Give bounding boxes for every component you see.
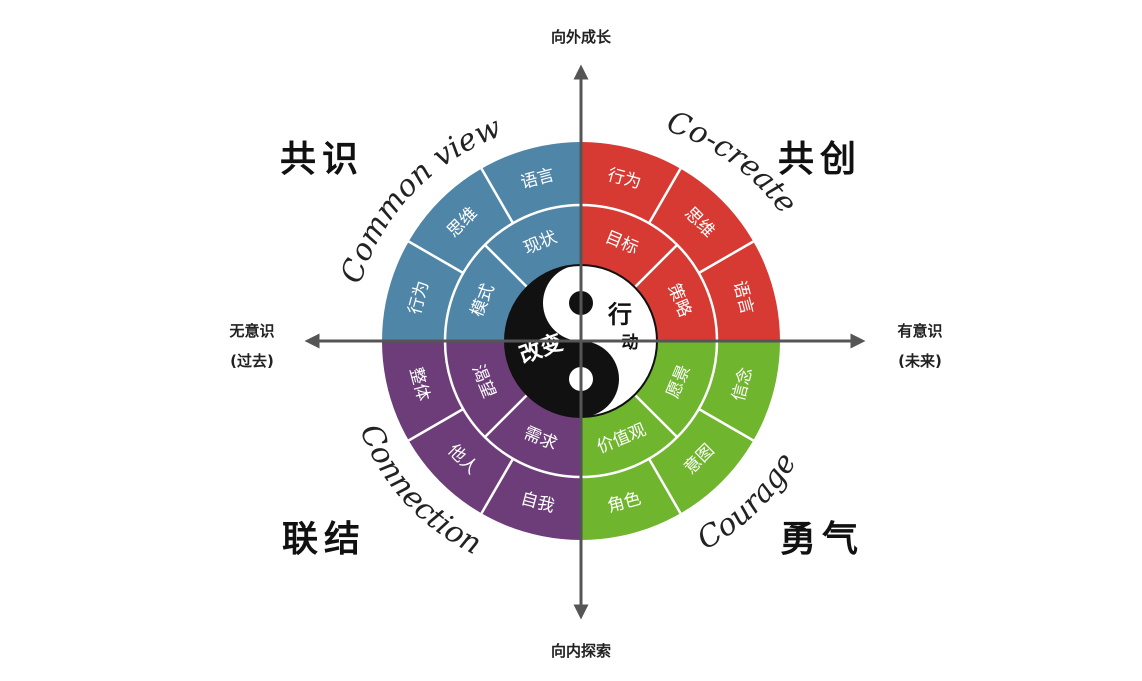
- segment-divider: [698, 240, 754, 275]
- axis-top-label: 向外成长: [550, 28, 611, 46]
- axis-right-line1: 有意识: [897, 322, 943, 340]
- axis-left-line1: 无意识: [229, 322, 275, 340]
- axis-left-line2: (过去): [230, 352, 274, 370]
- axis-right-line2: (未来): [898, 352, 942, 370]
- quadrant-title-top-right: 共创: [778, 138, 863, 180]
- center-action-label-top: 行: [607, 300, 632, 329]
- quadrant-title-bottom-right: 勇气: [780, 518, 865, 560]
- segment-dividers: [408, 168, 754, 514]
- axis-right-label: 有意识 (未来): [880, 316, 960, 376]
- segment-divider: [408, 407, 464, 442]
- segment-divider: [480, 168, 515, 224]
- segment-divider: [408, 240, 464, 275]
- axis-bottom-label: 向内探索: [550, 642, 611, 660]
- center-action-label-bottom: 动: [622, 333, 639, 353]
- quadrant-title-top-left: 共识: [280, 138, 365, 180]
- segment-divider: [483, 243, 529, 289]
- segment-divider: [633, 243, 679, 289]
- segment-divider: [483, 393, 529, 439]
- axis-left-label: 无意识 (过去): [212, 316, 292, 376]
- segment-divider: [698, 407, 754, 442]
- segment-divider: [480, 458, 515, 514]
- segment-divider: [633, 393, 679, 439]
- segment-divider: [647, 458, 682, 514]
- quadrant-title-bottom-left: 联结: [282, 518, 367, 560]
- segment-divider: [647, 168, 682, 224]
